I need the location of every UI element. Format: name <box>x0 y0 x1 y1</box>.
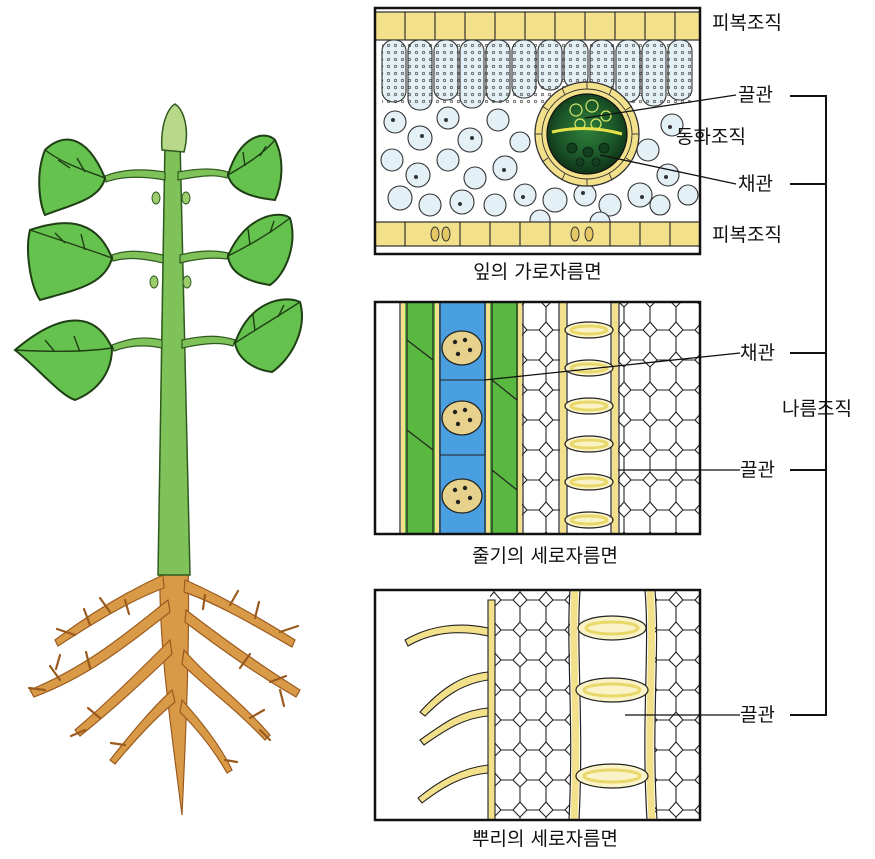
sieve-plates <box>442 331 482 513</box>
root-system <box>29 560 300 815</box>
caption-root-section: 뿌리의 세로자름면 <box>430 828 660 850</box>
label-assimilation-tissue: 동화조직 <box>676 126 746 148</box>
label-top-epidermis: 피복조직 <box>712 12 782 34</box>
caption-leaf-section: 잎의 가로자름면 <box>430 261 645 283</box>
label-transport-tissue: 나름조직 <box>782 398 852 420</box>
label-root-xylem: 끌관 <box>740 704 775 726</box>
label-leaf-xylem: 끌관 <box>738 84 773 106</box>
label-bottom-epidermis: 피복조직 <box>712 224 782 246</box>
leaf-section-panel <box>375 8 700 254</box>
label-leaf-phloem: 채관 <box>738 173 773 195</box>
root-vessel <box>569 590 657 820</box>
label-stem-xylem: 끌관 <box>740 459 775 481</box>
stem-section-panel <box>375 302 700 534</box>
stem-vessel <box>559 302 619 534</box>
plant <box>15 104 302 815</box>
root-section-panel <box>375 590 700 820</box>
label-stem-phloem: 채관 <box>740 342 775 364</box>
caption-stem-section: 줄기의 세로자름면 <box>430 545 660 567</box>
stem <box>158 140 190 575</box>
terminal-bud <box>162 104 187 152</box>
leaf-vascular-bundle <box>535 82 639 186</box>
